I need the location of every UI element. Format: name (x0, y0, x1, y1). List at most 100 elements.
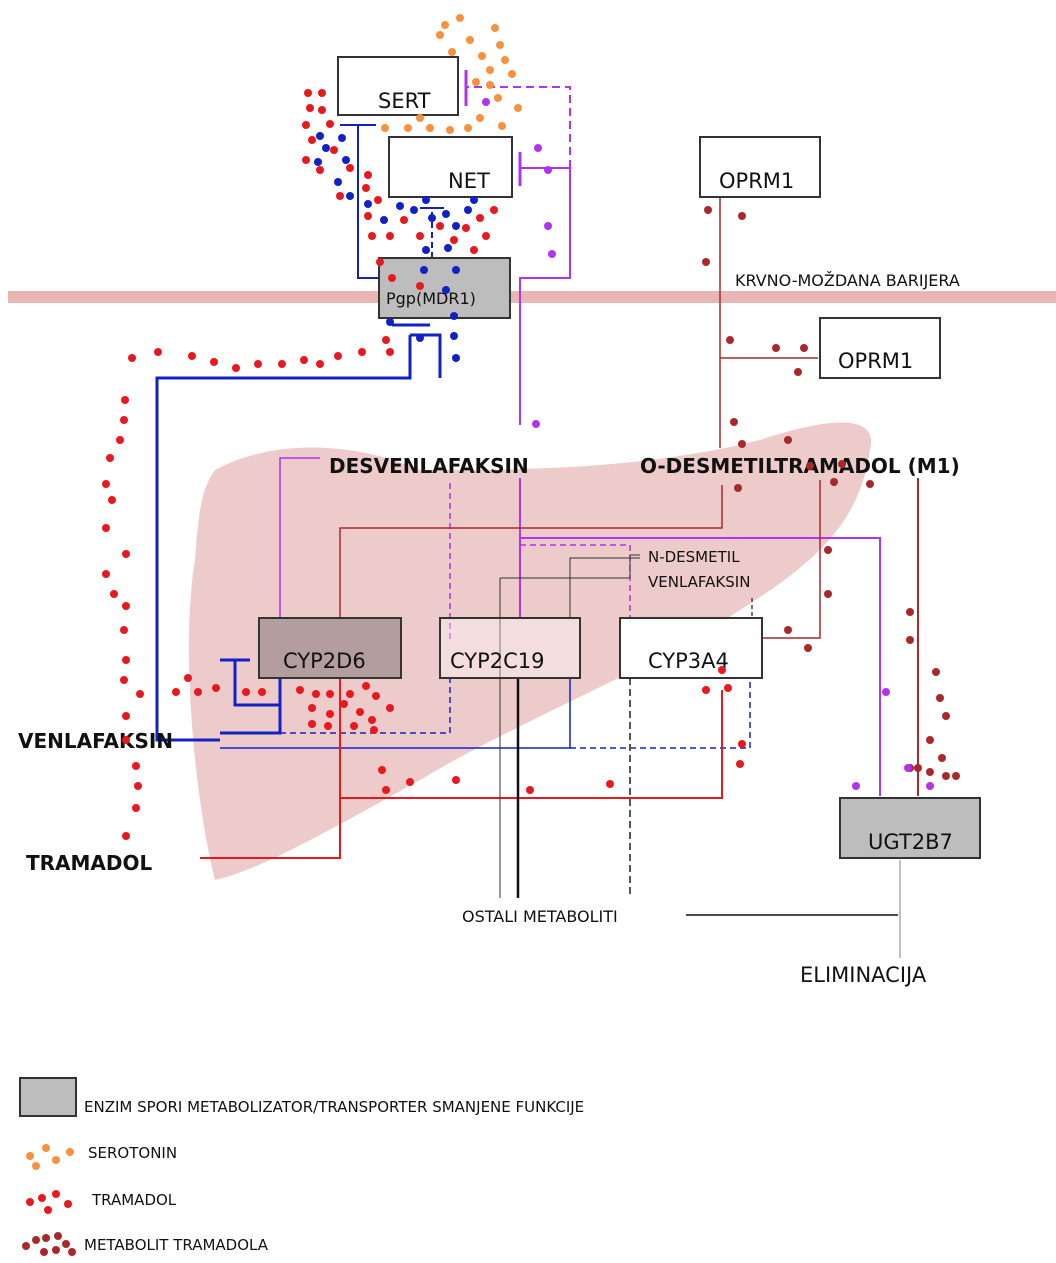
legend-metabolite-dot (68, 1248, 76, 1256)
oprm1-mid-box: OPRM1 (819, 317, 941, 379)
legend-tramadol-dot (44, 1206, 52, 1214)
tramadol-dot (110, 590, 118, 598)
tramadol-dot (368, 232, 376, 240)
tramadol-dot (134, 782, 142, 790)
tramadol-dot (106, 454, 114, 462)
tramadol-dot (308, 136, 316, 144)
ugt2b7-label: UGT2B7 (868, 830, 953, 854)
tramadol-dot (304, 89, 312, 97)
serotonin-dot (496, 41, 504, 49)
tramadol-metabolite-dot (866, 480, 874, 488)
tramadol-dot (300, 356, 308, 364)
tramadol-dot (406, 778, 414, 786)
serotonin-dot (508, 70, 516, 78)
tramadol-dot (364, 212, 372, 220)
tramadol-dot (258, 688, 266, 696)
tramadol-dot (318, 89, 326, 97)
tramadol-dot (316, 360, 324, 368)
desvenlafaxine-dot (544, 222, 552, 230)
tramadol-dot (136, 690, 144, 698)
legend-metabolite-swatch (22, 1232, 76, 1256)
tramadol-dot (336, 192, 344, 200)
tramadol-dot (302, 156, 310, 164)
legend-serotonin-text: SEROTONIN (88, 1144, 177, 1162)
pgp-label: Pgp(MDR1) (386, 289, 476, 308)
tramadol-dot (308, 720, 316, 728)
tramadol-dot (324, 722, 332, 730)
tramadol-dot (232, 364, 240, 372)
tramadol-dot (122, 736, 130, 744)
tramadol-dot (116, 436, 124, 444)
tramadol-dot (154, 348, 162, 356)
net-label: NET (448, 169, 490, 193)
desvenlafaksin-label: DESVENLAFAKSIN (329, 454, 529, 478)
legend-tramadol-dot (64, 1200, 72, 1208)
tramadol-metabolite-dot (734, 484, 742, 492)
oprm1-top-label: OPRM1 (719, 169, 794, 193)
venlafaxine-dot (416, 334, 424, 342)
serotonin-dot (426, 124, 434, 132)
tramadol-dot (450, 236, 458, 244)
legend-metabolite-dot (62, 1240, 70, 1248)
tramadol-dot (122, 656, 130, 664)
tramadol-dots (102, 89, 746, 840)
serotonin-dot (498, 122, 506, 130)
tramadol-dot (436, 222, 444, 230)
serotonin-dot (486, 81, 494, 89)
cyp3a4-box: CYP3A4 (619, 617, 763, 679)
tramadol-dot (120, 416, 128, 424)
venlafaxine-dot (386, 318, 394, 326)
legend-serotonin-dot (42, 1144, 50, 1152)
tramadol-metabolite-dot (952, 772, 960, 780)
legend-tramadol-swatch (26, 1190, 72, 1214)
tramadol-dot (364, 171, 372, 179)
serotonin-dot (464, 124, 472, 132)
tramadol-dot (374, 196, 382, 204)
legend-tramadol-dot (38, 1194, 46, 1202)
tramadol-dot (382, 786, 390, 794)
tramadol-dot (358, 348, 366, 356)
tramadol-dot (462, 224, 470, 232)
tramadol-dot (362, 682, 370, 690)
tramadol-dot (718, 666, 726, 674)
tramadol-metabolite-dot (806, 462, 814, 470)
venlafaxine-dot (442, 210, 450, 218)
tramadol-dot (378, 766, 386, 774)
tramadol-dot (128, 354, 136, 362)
tramadol-label: TRAMADOL (26, 851, 153, 875)
legend-serotonin-dot (26, 1152, 34, 1160)
tramadol-dot (132, 762, 140, 770)
tramadol-dot (400, 216, 408, 224)
tramadol-metabolite-dot (914, 764, 922, 772)
eliminacija-label: ELIMINACIJA (800, 963, 927, 987)
venlafaxine-dot (452, 222, 460, 230)
net-box: NET (388, 136, 513, 198)
tramadol-dot (120, 676, 128, 684)
tramadol-metabolite-dot (772, 344, 780, 352)
tramadol-dot (210, 358, 218, 366)
tramadol-dot (416, 232, 424, 240)
tramadol-dot (184, 674, 192, 682)
legend-serotonin-dot (52, 1156, 60, 1164)
tramadol-metabolite-dot (794, 368, 802, 376)
desvenlafaxine-dot (532, 420, 540, 428)
tramadol-dot (312, 690, 320, 698)
desvenlafaxine-dot (904, 764, 912, 772)
venlafaxine-dot (452, 266, 460, 274)
desvenlafaxine-pathway-lines (279, 70, 881, 796)
tramadol-metabolite-dot (932, 668, 940, 676)
venlafaxine-dot (364, 200, 372, 208)
ugt2b7-box: UGT2B7 (839, 797, 981, 859)
legend-metabolite-dot (42, 1234, 50, 1242)
tramadol-dot (254, 360, 262, 368)
tramadol-dot (318, 106, 326, 114)
venlafaxine-dot (334, 178, 342, 186)
serotonin-dot (466, 36, 474, 44)
tramadol-dot (122, 602, 130, 610)
legend-slow-enzyme-swatch (19, 1077, 77, 1117)
oprm1-top-box: OPRM1 (699, 136, 821, 198)
legend-metabolite-dot (22, 1242, 30, 1250)
tramadol-dot (368, 716, 376, 724)
venlafaxine-dot (470, 196, 478, 204)
serotonin-dot (381, 124, 389, 132)
